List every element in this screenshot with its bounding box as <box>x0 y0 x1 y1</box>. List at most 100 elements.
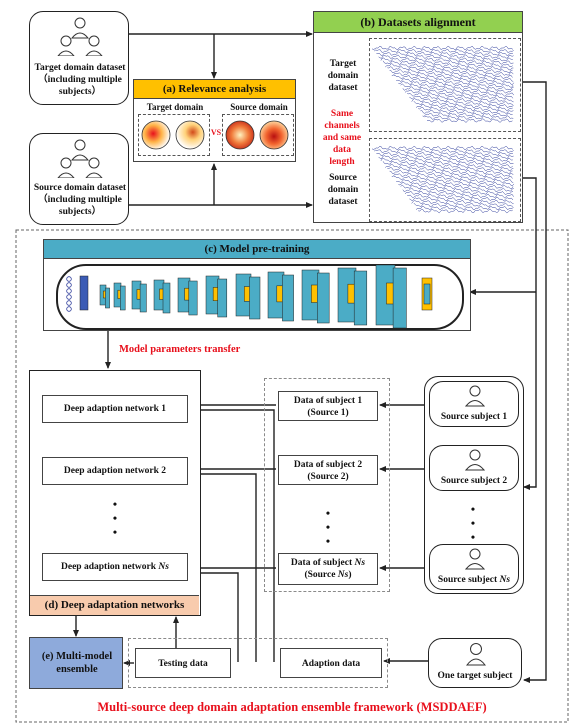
source-dataset-box: Source domain dataset （including multipl… <box>29 133 129 225</box>
adapt-to-n1 <box>185 407 275 662</box>
source-subjects-group <box>424 376 524 594</box>
source-brain-label: Source domain <box>230 102 288 112</box>
eeg-trace <box>415 103 514 109</box>
test-adapt-group <box>128 638 388 688</box>
data-subject-ns: Data of subject Ns(Source Ns) <box>278 553 378 585</box>
alignment-source-line <box>520 177 537 490</box>
eeg-trace <box>376 51 513 57</box>
network-ns: Deep adaption network Ns <box>42 553 188 581</box>
eeg-trace <box>409 95 514 100</box>
eeg-trace <box>422 112 513 117</box>
brain-topomaps <box>141 120 289 150</box>
input-layer <box>79 275 89 311</box>
eeg-trace <box>398 80 515 86</box>
alignment-source-label: Source domain dataset <box>327 173 359 207</box>
adaption-data-box: Adaption data <box>280 648 382 678</box>
eeg-trace <box>404 89 514 94</box>
eeg-trace <box>418 106 513 112</box>
one-target-subject: One target subject <box>428 638 522 688</box>
source-subject-ns: Source subject Ns <box>429 544 519 590</box>
target-brain-label: Target domain <box>146 102 204 112</box>
eeg-trace <box>371 145 514 151</box>
target-dataset-box: Target domain dataset （including multipl… <box>29 11 129 105</box>
conv-layer-front <box>249 276 261 320</box>
eeg-trace <box>385 163 513 169</box>
data-subject-1: Data of subject 1(Source 1) <box>278 391 378 421</box>
eeg-trace <box>404 190 514 196</box>
conv-layer-front <box>139 283 147 313</box>
person-icon <box>465 643 487 666</box>
pretraining-panel: (c) Model pre-training <box>43 239 471 331</box>
source-subject-1: Source subject 1 <box>429 381 519 427</box>
person-icon <box>464 385 486 407</box>
alignment-panel: (b) Datasets alignment Target domain dat… <box>313 11 523 223</box>
conv-layer-front <box>353 270 368 326</box>
data-subject-2: Data of subject 2(Source 2) <box>278 455 378 485</box>
eeg-trace <box>374 148 514 154</box>
pretraining-title: (c) Model pre-training <box>44 240 470 259</box>
alignment-title: (b) Datasets alignment <box>314 12 522 33</box>
neuron-node <box>66 282 72 288</box>
eeg-trace <box>402 86 514 91</box>
source-eeg-box <box>369 138 521 222</box>
conv-layer-front <box>217 278 228 318</box>
eeg-trace <box>371 45 514 51</box>
eeg-trace <box>393 74 513 80</box>
eeg-trace <box>413 100 513 106</box>
eeg-trace <box>409 196 514 202</box>
eeg-trace <box>426 118 513 123</box>
eeg-trace <box>382 60 514 65</box>
networks-title: (d) Deep adaptation networks <box>30 595 199 615</box>
alignment-same-label: Same channels and same data length <box>322 109 362 167</box>
eeg-trace <box>400 83 514 89</box>
conv-layer-front <box>317 272 330 324</box>
eeg-trace <box>411 97 514 103</box>
output-layer-inner <box>423 283 431 305</box>
eeg-trace <box>376 151 513 157</box>
adapt-to-n2 <box>185 471 257 662</box>
eeg-trace <box>387 166 514 172</box>
eeg-trace <box>396 77 514 83</box>
eeg-trace <box>396 178 514 184</box>
relevance-title: (a) Relevance analysis <box>134 80 295 99</box>
person-icon <box>464 449 486 471</box>
neuron-node <box>66 276 72 282</box>
eeg-trace <box>420 109 514 115</box>
network-1: Deep adaption network 1 <box>42 395 188 423</box>
cnn-capsule <box>56 264 464 330</box>
eeg-trace <box>402 187 514 193</box>
neuron-node <box>66 288 72 294</box>
eeg-trace <box>391 71 514 77</box>
source-topomap-group <box>222 114 294 156</box>
eeg-trace <box>389 68 513 74</box>
eeg-trace <box>385 63 513 68</box>
target-dataset-label: Target domain dataset （including multipl… <box>34 63 126 97</box>
eeg-trace <box>400 184 514 190</box>
target-topomap-group <box>138 114 210 156</box>
eeg-waveforms <box>371 45 515 214</box>
eeg-trace <box>387 65 514 71</box>
conv-layer-front <box>282 274 294 322</box>
alignment-target-label: Target domain dataset <box>327 59 359 93</box>
network-2: Deep adaption network 2 <box>42 457 188 485</box>
eeg-trace <box>398 181 515 187</box>
adapt-to-n3 <box>185 570 239 662</box>
eeg-trace <box>415 205 514 211</box>
eeg-trace <box>424 115 514 120</box>
source-subject-dots: ••• <box>470 502 476 544</box>
conv-layer-front <box>105 287 110 309</box>
testing-data-box: Testing data <box>135 648 231 678</box>
people-group-icon <box>57 139 103 178</box>
eeg-trace <box>407 193 514 199</box>
conv-layer-front <box>162 282 171 314</box>
framework-title: Multi-source deep domain adaptation ense… <box>97 700 487 714</box>
eeg-trace <box>389 169 513 175</box>
networks-panel: Deep adaption network 1 Deep adaption ne… <box>29 370 201 616</box>
neuron-node <box>66 294 72 300</box>
eeg-trace <box>380 157 513 163</box>
eeg-trace <box>407 92 514 97</box>
person-icon <box>464 548 486 570</box>
target-eeg-box <box>369 38 521 132</box>
source-subject-2: Source subject 2 <box>429 445 519 491</box>
ensemble-box: (e) Multi-model ensemble <box>29 637 123 689</box>
